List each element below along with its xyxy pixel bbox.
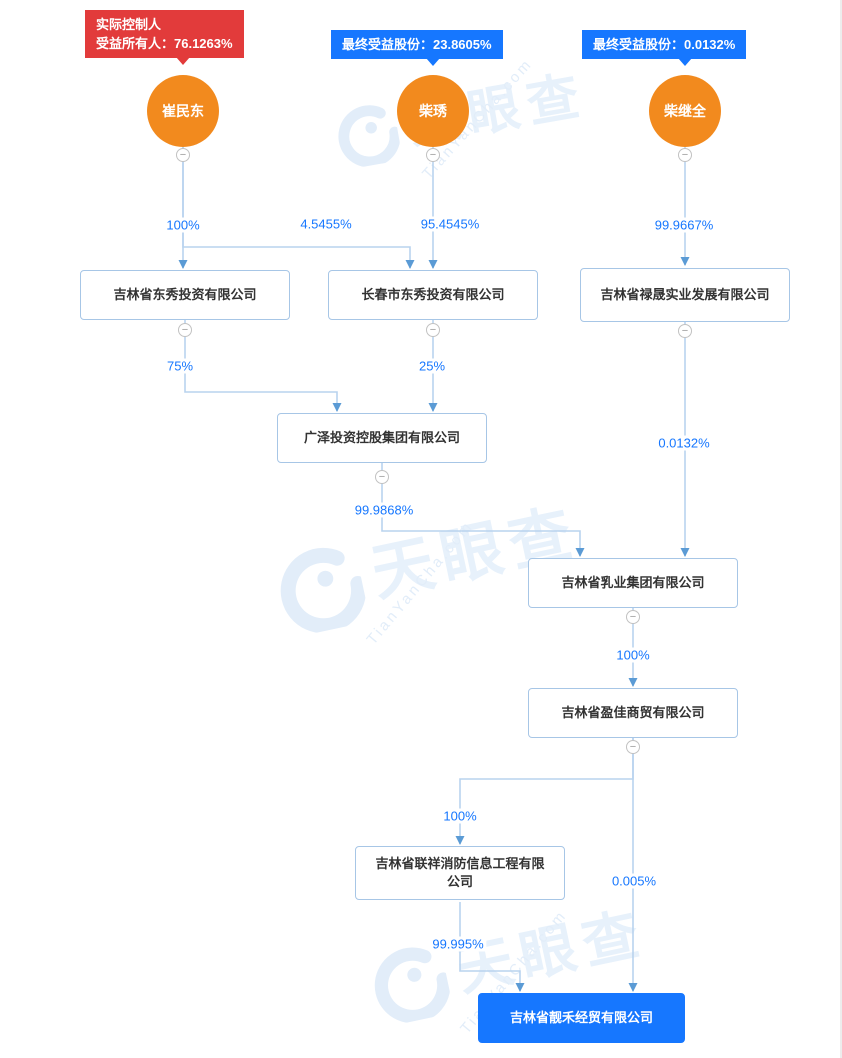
company-name: 吉林省乳业集团有限公司 [561,575,705,590]
person-node[interactable]: 崔民东 [147,75,219,147]
person-node[interactable]: 柴琇 [397,75,469,147]
company-node[interactable]: 长春市东秀投资有限公司 [328,270,538,320]
share-percent-label: 25% [415,358,449,374]
collapse-icon[interactable]: − [626,740,640,754]
actual-controller-badge: 实际控制人 受益所有人：76.1263% [85,10,244,65]
company-name: 吉林省联祥消防信息工程有限公司 [375,856,545,889]
edge-yingjia-lianxiang [455,738,634,845]
badge-pointer [678,58,692,66]
collapse-icon[interactable]: − [426,323,440,337]
edge-cuimindong-changchun-dongxiu [182,147,415,269]
collapse-icon[interactable]: − [678,148,692,162]
person-name: 柴继全 [664,103,706,119]
badge-line: 实际控制人 [96,17,162,32]
company-name: 吉林省靓禾经贸有限公司 [509,1010,653,1025]
company-node[interactable]: 吉林省东秀投资有限公司 [80,270,290,320]
badge-pointer [426,58,440,66]
company-name: 吉林省盈佳商贸有限公司 [561,705,705,720]
company-node[interactable]: 吉林省禄晟实业发展有限公司 [580,268,790,322]
company-node[interactable]: 广泽投资控股集团有限公司 [277,413,487,463]
share-percent-label: 99.9868% [351,502,417,518]
badge-line: 受益所有人：76.1263% [96,36,233,51]
company-name: 吉林省禄晟实业发展有限公司 [600,287,770,302]
share-percent-label: 0.005% [608,873,660,889]
share-percent-label: 99.995% [429,936,487,952]
beneficial-share-badge: 最终受益股份：0.0132% [582,30,747,66]
collapse-icon[interactable]: − [626,610,640,624]
share-percent-label: 100% [163,217,203,233]
share-percent-label: 99.9667% [651,217,717,233]
company-name: 长春市东秀投资有限公司 [361,287,505,302]
share-percent-label: 0.0132% [655,435,713,451]
company-node[interactable]: 吉林省盈佳商贸有限公司 [528,688,738,738]
collapse-icon[interactable]: − [426,148,440,162]
company-node-target[interactable]: 吉林省靓禾经贸有限公司 [478,993,685,1043]
badge-line: 最终受益股份：23.8605% [342,37,492,52]
company-name: 吉林省东秀投资有限公司 [113,287,257,302]
share-percent-label: 75% [163,358,197,374]
collapse-icon[interactable]: − [375,470,389,484]
beneficial-share-badge: 最终受益股份：23.8605% [331,30,503,66]
person-name: 崔民东 [162,103,204,119]
badge-pointer [176,57,190,65]
collapse-icon[interactable]: − [178,323,192,337]
company-node[interactable]: 吉林省乳业集团有限公司 [528,558,738,608]
collapse-icon[interactable]: − [176,148,190,162]
edge-guangze-ruye [381,463,585,557]
person-node[interactable]: 柴继全 [649,75,721,147]
share-percent-label: 100% [613,647,653,663]
company-node[interactable]: 吉林省联祥消防信息工程有限公司 [355,846,565,900]
share-percent-label: 95.4545% [417,216,483,232]
share-percent-label: 100% [440,808,480,824]
edge-dongxiu-guangze [184,320,342,412]
person-name: 柴琇 [419,103,447,119]
badge-line: 最终受益股份：0.0132% [593,37,736,52]
share-percent-label: 4.5455% [297,216,355,232]
company-name: 广泽投资控股集团有限公司 [303,430,460,445]
collapse-icon[interactable]: − [678,324,692,338]
